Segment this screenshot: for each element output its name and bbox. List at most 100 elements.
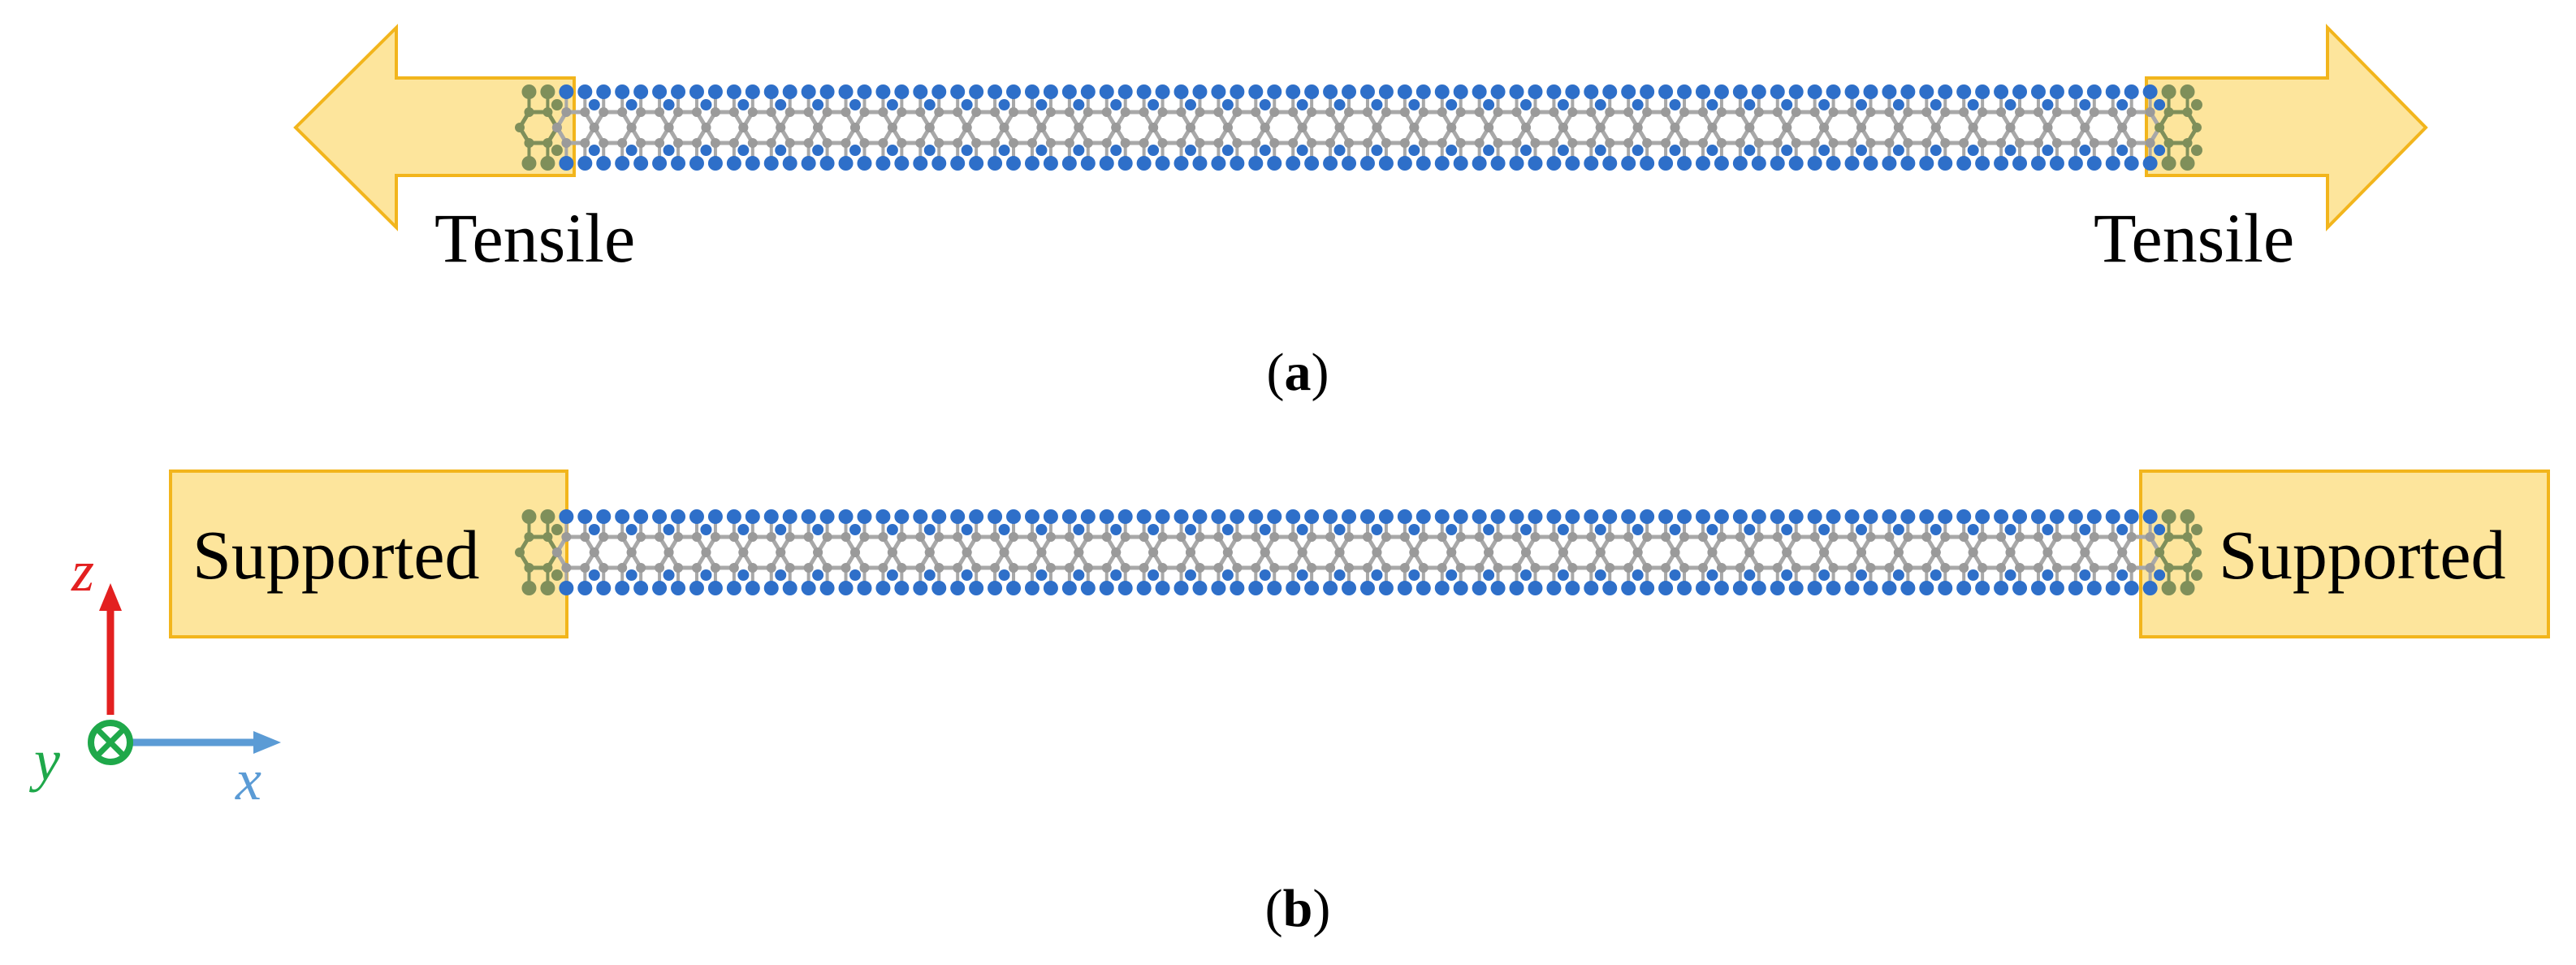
boron-atom — [1296, 145, 1308, 156]
boron-atom — [886, 145, 898, 156]
boron-atom — [1744, 524, 1756, 535]
boron-atom — [2042, 99, 2054, 110]
carbon-atom — [1036, 547, 1047, 557]
boron-atom — [1975, 84, 1990, 99]
boron-atom — [1061, 156, 1077, 171]
z-axis-label: z — [71, 539, 94, 604]
ring-bond — [889, 110, 932, 145]
carbon-atom — [747, 138, 758, 148]
carbon-atom — [1661, 532, 1671, 542]
carbon-atom — [2033, 563, 2043, 573]
atom-group — [515, 84, 2202, 171]
carbon-atom — [580, 138, 590, 148]
boron-atom — [1472, 581, 1487, 595]
boron-atom — [1323, 156, 1338, 171]
carbon-atom — [822, 532, 832, 542]
boron-atom — [2049, 581, 2064, 595]
boron-atom — [1359, 581, 1375, 595]
end-atom — [551, 145, 563, 156]
carbon-atom — [2126, 138, 2137, 148]
boron-atom — [625, 99, 638, 110]
boron-atom — [1844, 156, 1860, 171]
carbon-atom — [1399, 532, 1410, 542]
boron-atom — [950, 84, 966, 99]
carbon-atom — [1679, 532, 1690, 542]
carbon-atom — [999, 547, 1009, 557]
end-atom — [2180, 509, 2195, 524]
boron-atom — [1677, 84, 1692, 99]
carbon-atom — [1157, 532, 1168, 542]
panel-a-caption: (a) — [1267, 343, 1329, 402]
end-atom — [521, 581, 537, 595]
end-atom — [2161, 581, 2176, 595]
boron-atom — [1714, 581, 1729, 595]
boron-atom — [1826, 581, 1841, 595]
carbon-atom — [1511, 532, 1522, 542]
carbon-atom — [542, 107, 553, 117]
carbon-atom — [2089, 107, 2099, 117]
boron-atom — [1788, 581, 1804, 595]
carbon-atom — [1362, 107, 1372, 117]
end-atom — [521, 156, 537, 171]
boron-atom — [2116, 145, 2129, 156]
boron-atom — [1546, 581, 1562, 595]
boron-atom — [1006, 509, 1022, 524]
boron-atom — [2030, 581, 2046, 595]
carbon-atom — [1064, 107, 1074, 117]
boron-atom — [763, 581, 779, 595]
boron-atom — [559, 581, 574, 595]
carbon-atom — [1996, 107, 2007, 117]
carbon-atom — [915, 563, 926, 573]
x-axis-label: x — [235, 747, 261, 812]
carbon-atom — [1940, 138, 1951, 148]
carbon-atom — [1418, 563, 1428, 573]
boron-atom — [1994, 156, 2009, 171]
ring-bond — [1635, 110, 1678, 145]
boron-atom — [2142, 581, 2158, 595]
boron-atom — [886, 99, 898, 110]
carbon-atom — [1959, 532, 1969, 542]
boron-atom — [737, 524, 750, 535]
boron-atom — [1863, 156, 1878, 171]
ring-bond — [1001, 534, 1044, 570]
carbon-atom — [655, 107, 665, 117]
boron-atom — [1632, 99, 1644, 110]
carbon-atom — [1437, 107, 1447, 117]
boron-atom — [707, 509, 723, 524]
boron-atom — [1565, 581, 1580, 595]
boron-atom — [1509, 509, 1524, 524]
boron-atom — [875, 509, 891, 524]
boron-atom — [1397, 509, 1412, 524]
carbon-atom — [2117, 123, 2128, 132]
boron-atom — [1267, 581, 1282, 595]
carbon-atom — [617, 107, 628, 117]
carbon-atom — [1474, 563, 1485, 573]
boron-atom — [913, 581, 928, 595]
boron-atom — [2105, 581, 2120, 595]
boron-atom — [1594, 524, 1606, 535]
tensile-left-arrow — [293, 24, 576, 232]
boron-atom — [1788, 84, 1804, 99]
boron-atom — [1230, 509, 1245, 524]
boron-atom — [1371, 99, 1383, 110]
carbon-atom — [561, 532, 572, 542]
boron-atom — [1221, 145, 1234, 156]
carbon-atom — [1446, 123, 1457, 132]
boron-atom — [998, 569, 1010, 581]
boron-atom — [1900, 581, 1916, 595]
boron-atom — [1148, 145, 1160, 156]
z-axis-arrowhead — [99, 583, 122, 611]
carbon-atom — [1307, 563, 1317, 573]
boron-atom — [2030, 84, 2046, 99]
carbon-atom — [524, 532, 534, 542]
y-axis-label: y — [28, 728, 60, 793]
carbon-atom — [1661, 138, 1671, 148]
carbon-atom — [1847, 532, 1857, 542]
boron-atom — [1788, 509, 1804, 524]
carbon-atom — [1605, 138, 1615, 148]
carbon-atom — [2145, 138, 2155, 148]
carbon-atom — [1176, 138, 1186, 148]
carbon-atom — [2051, 563, 2062, 573]
carbon-atom — [655, 563, 665, 573]
end-atom — [551, 99, 563, 110]
